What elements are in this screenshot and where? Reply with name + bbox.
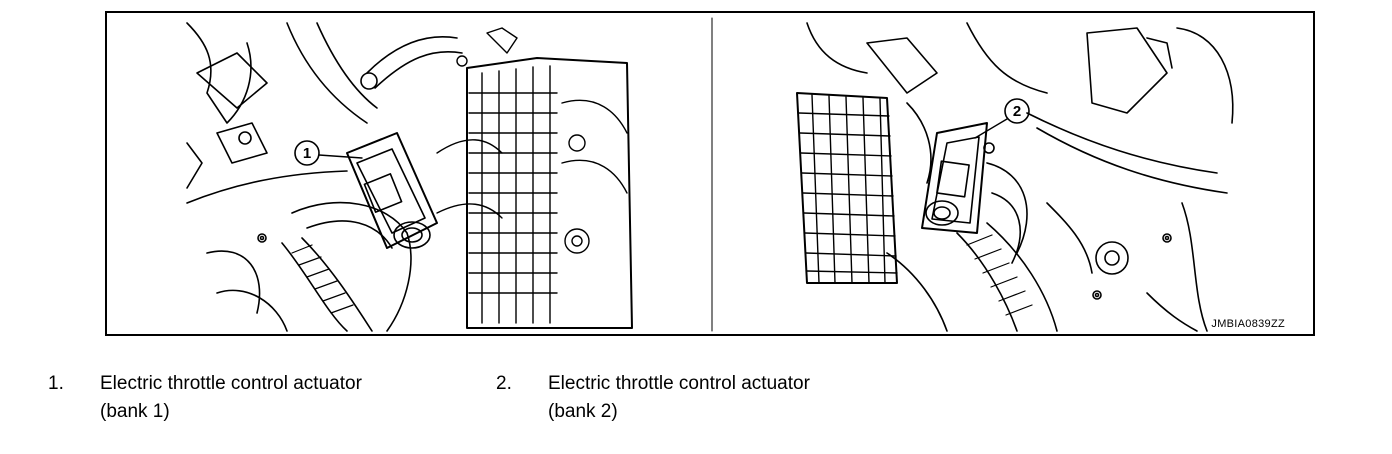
right-view-bank-2: [796, 22, 1234, 332]
throttle-actuator-bank-1: [346, 132, 438, 249]
legend-label-line1: Electric throttle control actuator: [100, 373, 362, 394]
image-id: JMBIA0839ZZ: [1211, 318, 1285, 330]
throttle-actuator-bank-2: [921, 122, 995, 234]
legend-label-line1: Electric throttle control actuator: [548, 373, 810, 394]
engine-illustration: 1 2: [186, 17, 1234, 332]
legend-label-line2: (bank 2): [548, 401, 618, 422]
legend-number: 2.: [496, 373, 512, 394]
callout-1-circle: [294, 140, 320, 166]
legend-label-line2: (bank 1): [100, 401, 170, 422]
left-view-bank-1: [186, 22, 633, 332]
engine-diagram: 1 2 JMBIA0839ZZ: [105, 11, 1315, 336]
callout-2-label: 2: [1013, 103, 1021, 120]
legend-number: 1.: [48, 373, 64, 394]
intake-grid-left: [436, 27, 633, 329]
callout-1-label: 1: [303, 145, 311, 162]
callout-2-circle: [1004, 98, 1030, 124]
intake-grid-right: [796, 92, 898, 284]
